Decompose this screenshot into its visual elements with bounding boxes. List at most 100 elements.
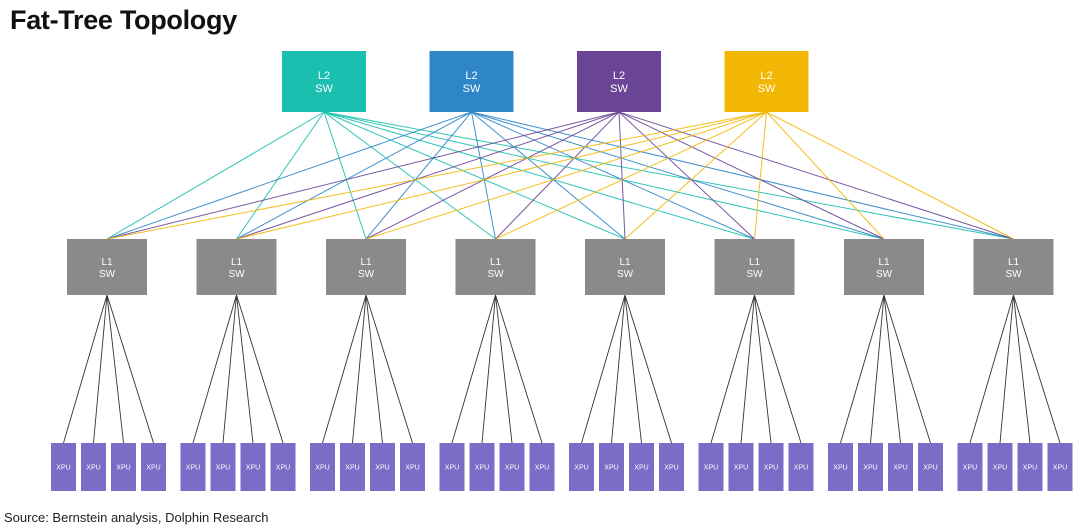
l1-switch-box bbox=[455, 239, 536, 295]
xpu-node: XPU bbox=[828, 443, 853, 491]
l1-xpu-link bbox=[969, 294, 1014, 444]
xpu-label: XPU bbox=[116, 465, 130, 472]
l1-xpu-link bbox=[840, 294, 885, 444]
l1-switch-label-line1: L1 bbox=[619, 257, 631, 268]
xpu-label: XPU bbox=[375, 465, 389, 472]
xpu-label: XPU bbox=[734, 465, 748, 472]
l1-xpu-link bbox=[192, 294, 237, 444]
l1-xpu-link bbox=[236, 294, 254, 444]
l1-xpu-link bbox=[581, 294, 626, 444]
l2-l1-link bbox=[766, 111, 1014, 240]
l2-switch-label-line1: L2 bbox=[613, 70, 625, 82]
l2-l1-link bbox=[106, 111, 472, 240]
xpu-node: XPU bbox=[270, 443, 296, 491]
xpu-label: XPU bbox=[445, 465, 459, 472]
xpu-box bbox=[340, 443, 365, 491]
l2-l1-links bbox=[106, 111, 1014, 240]
l2-l1-link bbox=[106, 111, 620, 240]
l2-l1-link bbox=[495, 111, 767, 240]
l2-l1-link bbox=[754, 111, 767, 240]
xpu-label: XPU bbox=[475, 465, 489, 472]
l1-xpu-link bbox=[611, 294, 626, 444]
l2-l1-link bbox=[236, 111, 620, 240]
l2-l1-link bbox=[106, 111, 325, 240]
xpu-node: XPU bbox=[111, 443, 136, 491]
xpu-box bbox=[858, 443, 883, 491]
l1-switch-label-line1: L1 bbox=[749, 257, 761, 268]
l1-xpu-link bbox=[754, 294, 772, 444]
l2-l1-link bbox=[618, 111, 755, 240]
l2-l1-link bbox=[323, 111, 626, 240]
xpu-box bbox=[270, 443, 296, 491]
l1-xpu-link bbox=[451, 294, 496, 444]
l1-switch-label-line2: SW bbox=[487, 269, 504, 280]
xpu-label: XPU bbox=[664, 465, 678, 472]
xpu-node: XPU bbox=[569, 443, 594, 491]
xpu-box bbox=[788, 443, 814, 491]
xpu-label: XPU bbox=[405, 465, 419, 472]
l1-xpu-link bbox=[495, 294, 513, 444]
l2-l1-link bbox=[236, 111, 767, 240]
l1-xpu-link bbox=[365, 294, 383, 444]
xpu-node: XPU bbox=[370, 443, 395, 491]
xpu-box bbox=[111, 443, 136, 491]
xpu-box bbox=[1017, 443, 1043, 491]
xpu-node: XPU bbox=[957, 443, 983, 491]
l1-xpu-link bbox=[93, 294, 108, 444]
xpu-label: XPU bbox=[704, 465, 718, 472]
xpu-label: XPU bbox=[146, 465, 160, 472]
xpu-node: XPU bbox=[728, 443, 754, 491]
l1-switch-label-line1: L1 bbox=[360, 257, 372, 268]
xpu-label: XPU bbox=[56, 465, 70, 472]
xpu-label: XPU bbox=[794, 465, 808, 472]
xpu-label: XPU bbox=[604, 465, 618, 472]
xpu-node: XPU bbox=[141, 443, 166, 491]
xpu-node: XPU bbox=[888, 443, 913, 491]
l1-switch-label-line2: SW bbox=[746, 269, 763, 280]
xpu-node: XPU bbox=[469, 443, 495, 491]
xpu-box bbox=[828, 443, 853, 491]
l2-l1-link bbox=[365, 111, 472, 240]
xpu-box bbox=[469, 443, 495, 491]
l2-switch-label-line1: L2 bbox=[465, 70, 477, 82]
l1-xpu-link bbox=[1013, 294, 1031, 444]
xpu-label: XPU bbox=[634, 465, 648, 472]
l2-l1-link bbox=[323, 111, 885, 240]
xpu-label: XPU bbox=[574, 465, 588, 472]
l1-xpu-link bbox=[883, 294, 931, 444]
xpu-node: XPU bbox=[340, 443, 365, 491]
l1-xpu-link bbox=[365, 294, 413, 444]
xpu-node: XPU bbox=[400, 443, 425, 491]
l1-switch-box bbox=[326, 239, 406, 295]
xpu-label: XPU bbox=[893, 465, 907, 472]
xpu-box bbox=[888, 443, 913, 491]
xpu-label: XPU bbox=[186, 465, 200, 472]
xpu-box bbox=[81, 443, 106, 491]
xpu-node: XPU bbox=[659, 443, 684, 491]
l1-xpu-link bbox=[870, 294, 885, 444]
diagram-title: Fat-Tree Topology bbox=[10, 5, 237, 35]
l1-switch-label-line2: SW bbox=[358, 269, 375, 280]
xpu-node: XPU bbox=[81, 443, 106, 491]
xpu-box bbox=[569, 443, 594, 491]
l2-l1-link bbox=[766, 111, 885, 240]
xpu-box bbox=[987, 443, 1013, 491]
l2-l1-link bbox=[471, 111, 885, 240]
l2-l1-link bbox=[365, 111, 620, 240]
l1-xpu-link bbox=[106, 294, 154, 444]
xpu-node: XPU bbox=[51, 443, 76, 491]
xpu-node: XPU bbox=[439, 443, 465, 491]
l1-switch-label-line2: SW bbox=[99, 269, 116, 280]
l1-switch-label-line1: L1 bbox=[490, 257, 502, 268]
xpu-node: XPU bbox=[1017, 443, 1043, 491]
l1-switch-box bbox=[196, 239, 277, 295]
l1-xpu-link bbox=[322, 294, 367, 444]
xpu-label: XPU bbox=[1053, 465, 1067, 472]
xpu-node: XPU bbox=[499, 443, 525, 491]
l1-xpu-link bbox=[883, 294, 901, 444]
xpu-label: XPU bbox=[963, 465, 977, 472]
